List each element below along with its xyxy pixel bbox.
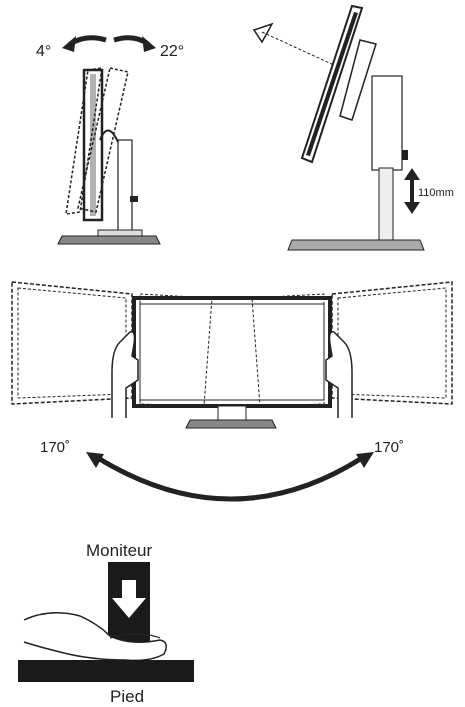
swivel-arc-arrow [96,455,364,502]
down-arrow-icon [112,598,146,618]
tilt-stand-column [117,139,133,237]
height-stand-column [371,75,403,171]
handling-illustration: Moniteur Pied [18,541,194,706]
swivel-left-angle: 170˚ [40,439,70,456]
height-illustration: 110mm [252,4,454,251]
swivel-center-monitor [132,296,332,408]
tilt-back-angle: 4° [36,43,51,60]
stand-label: Pied [110,687,144,706]
monitor-label: Moniteur [86,541,152,560]
tilt-monitor-forward-outline [77,67,129,213]
swivel-right-angle: 170˚ [374,439,404,456]
tilt-illustration: 4° 22° [36,35,184,245]
height-stand-base [287,239,425,251]
right-hand [325,331,353,418]
swivel-illustration: 170˚ 170˚ [11,281,453,502]
stand-base [18,660,194,682]
tilt-forward-angle: 22° [160,43,184,60]
height-adjustment-label: 110mm [418,187,454,199]
left-hand [111,331,139,418]
tilt-stand-base [57,235,161,245]
tilt-monitor-back-outline [65,67,103,215]
swivel-stand-base [185,419,277,429]
hand-icon [23,612,167,662]
